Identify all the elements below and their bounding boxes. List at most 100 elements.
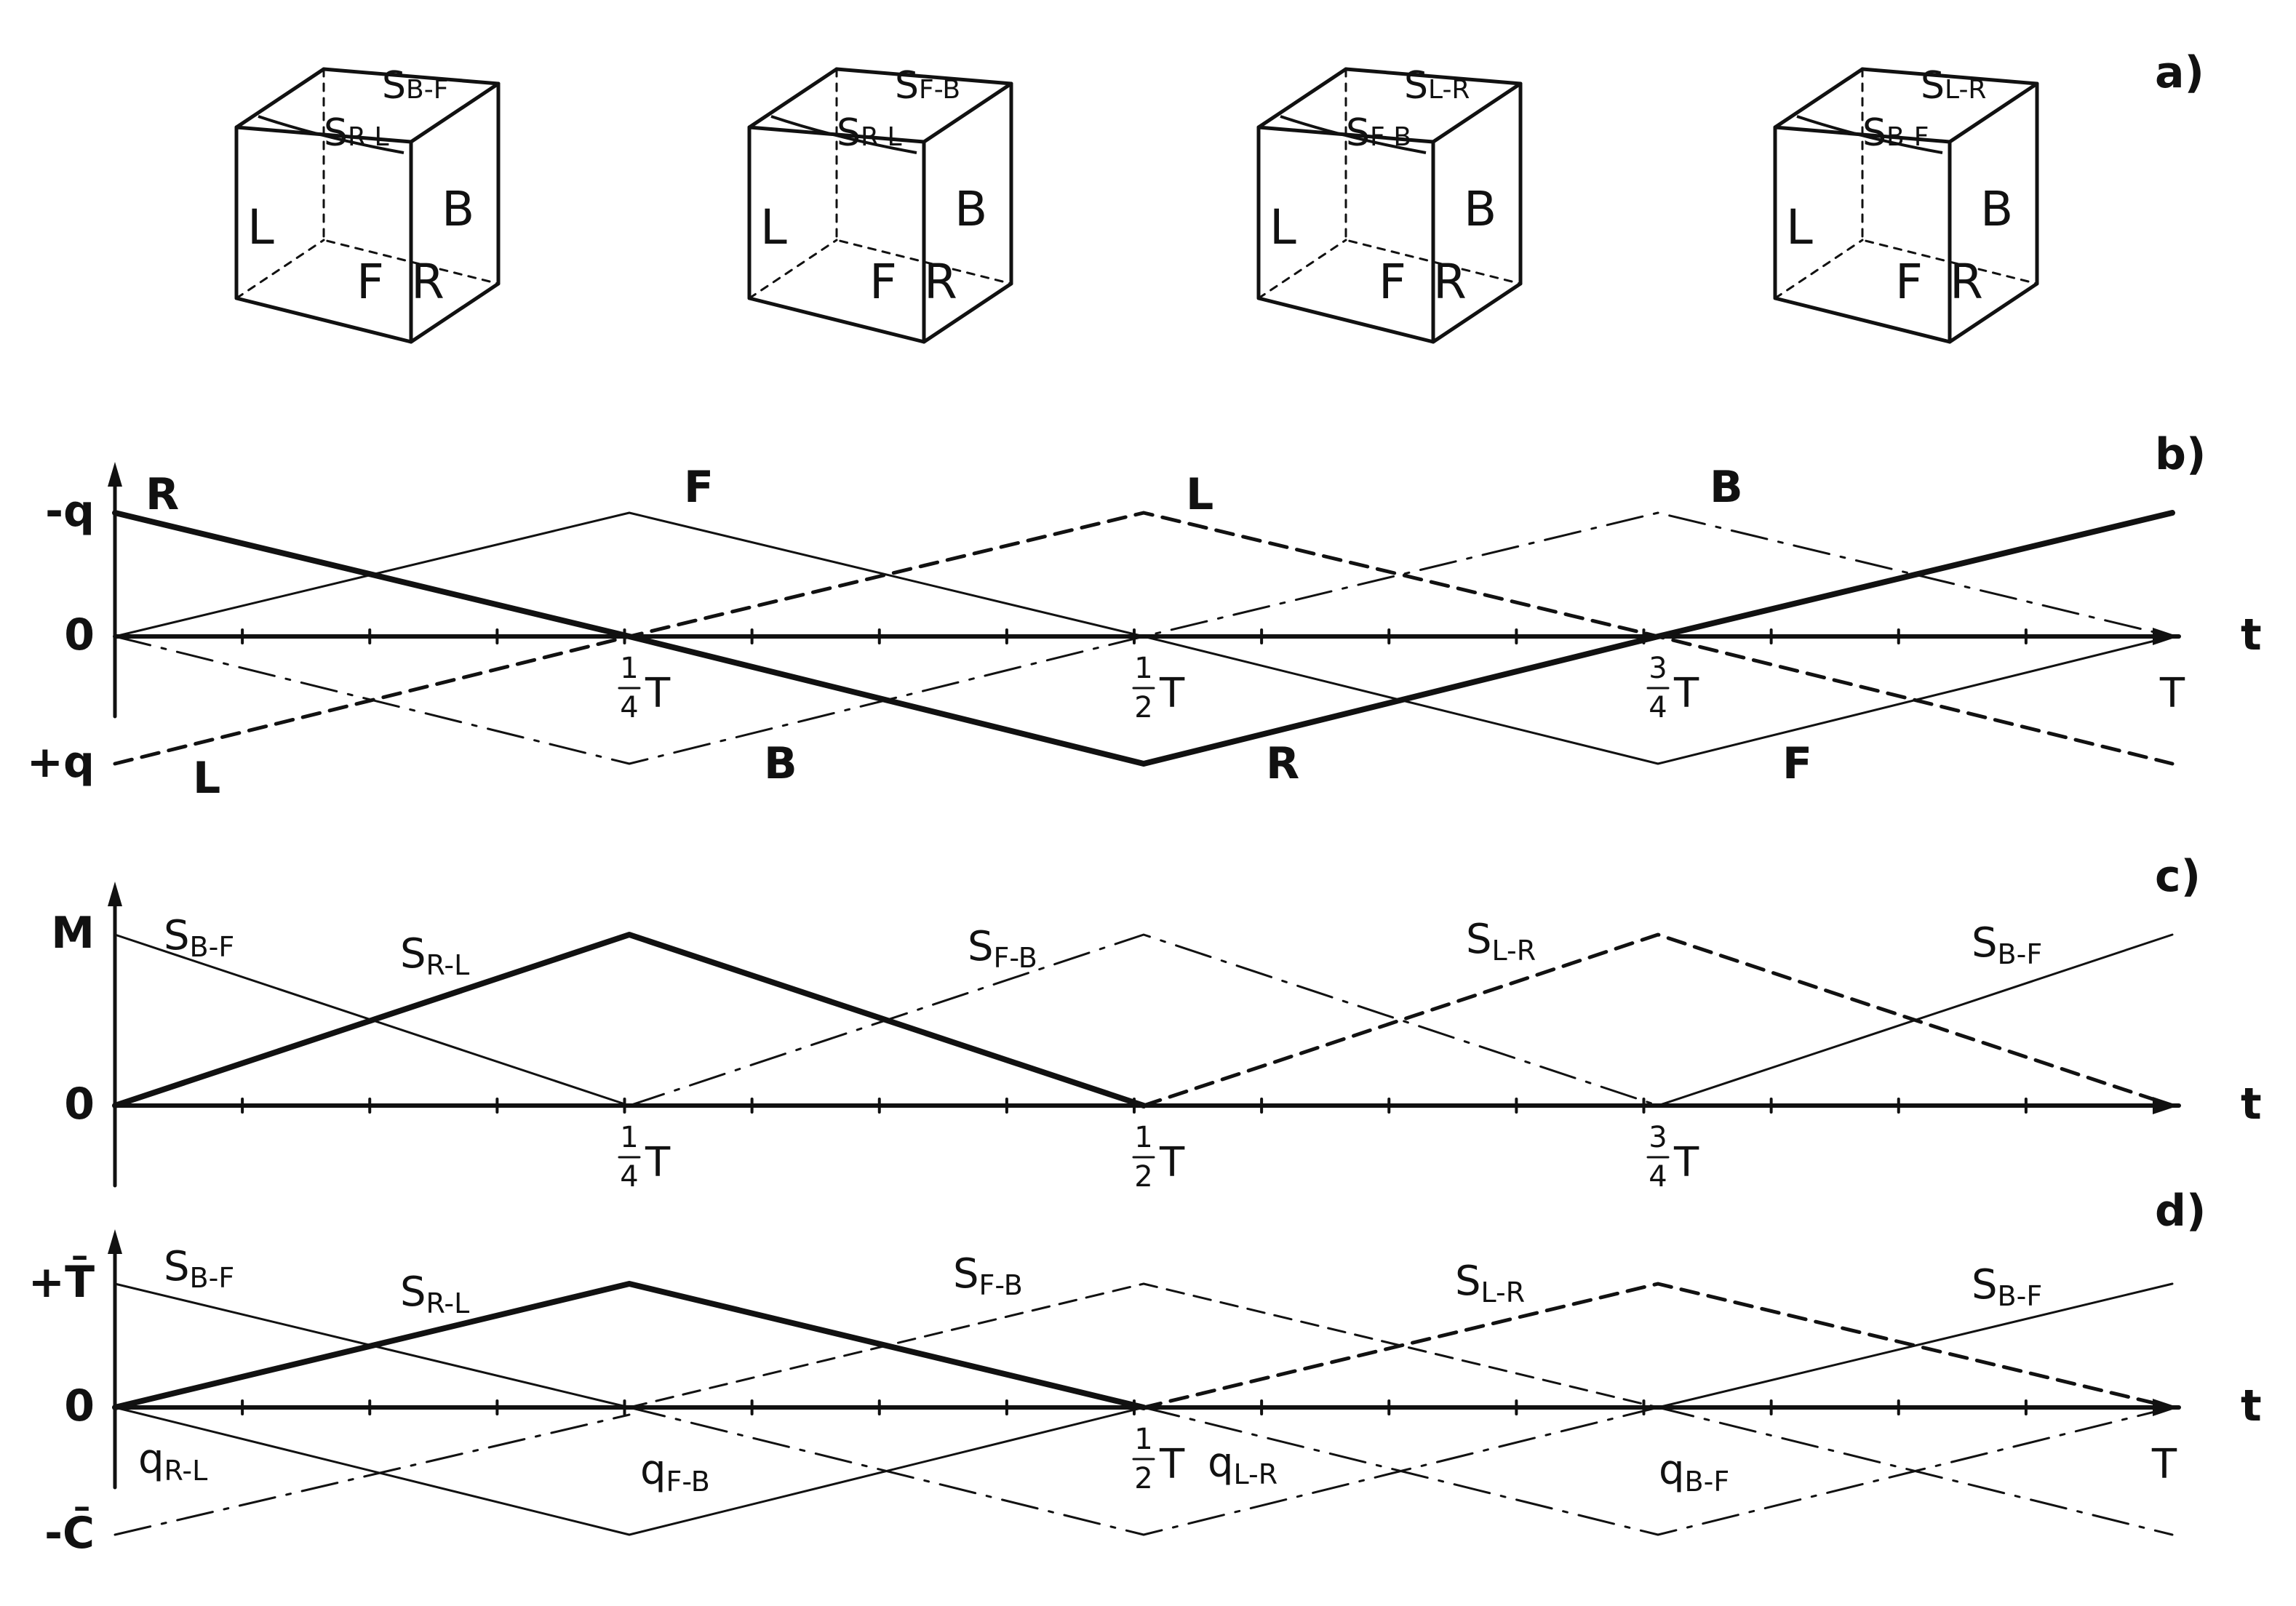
tick-symbol: T bbox=[1159, 1139, 1185, 1186]
curve-label-S-B-F: SB-F bbox=[1972, 919, 2042, 970]
tick-symbol: T bbox=[645, 1139, 671, 1186]
panel-d-label: d) bbox=[2155, 1186, 2206, 1237]
cube-face-R: R bbox=[411, 254, 445, 310]
y-label-M: M bbox=[51, 908, 95, 959]
flow-curve bbox=[258, 115, 404, 154]
tick-symbol: T bbox=[645, 670, 671, 717]
cube-upper-flow-label: SL-R bbox=[1921, 64, 1986, 108]
cube-edge bbox=[1256, 67, 1348, 129]
curve-R bbox=[112, 510, 2175, 767]
cube-hidden-edge bbox=[748, 239, 838, 300]
cube-back-edges bbox=[322, 67, 501, 286]
curve-S_L-R bbox=[1141, 932, 2175, 1108]
y-label-minus-C: -C̄ bbox=[44, 1506, 95, 1559]
curve-label-R: R bbox=[146, 469, 179, 520]
cube-edge bbox=[1773, 67, 1865, 129]
curve-label-S-F-B: SF-B bbox=[968, 923, 1037, 974]
curve-label-q-L-R: qL-R bbox=[1208, 1439, 1277, 1490]
cube-face-R: R bbox=[924, 254, 957, 310]
curve-S_F-B bbox=[628, 933, 1659, 1107]
cube-edge bbox=[1431, 81, 1523, 144]
curve-label-S-L-R: SL-R bbox=[1455, 1258, 1525, 1309]
cube-edge bbox=[747, 67, 839, 129]
curve-label-q-B-F: qB-F bbox=[1659, 1447, 1729, 1498]
y-label-plus-T: +T̄ bbox=[28, 1255, 95, 1308]
tick-symbol: T bbox=[1159, 670, 1185, 717]
y-label-minus-q: -q bbox=[45, 486, 95, 537]
cube-upper-flow-label: SL-R bbox=[1404, 64, 1470, 108]
tick-symbol: T bbox=[2151, 1441, 2177, 1488]
tick-numerator: 1 bbox=[1134, 652, 1152, 685]
curve-label-L: L bbox=[193, 753, 220, 804]
curve-label-B: B bbox=[764, 738, 797, 789]
cube-edge bbox=[234, 67, 326, 129]
cube-hidden-edge bbox=[1774, 239, 1864, 300]
cube-upper-flow-label: SB-F bbox=[382, 64, 448, 108]
curve-S_R-L bbox=[112, 1281, 1147, 1410]
tick-label: T bbox=[2159, 670, 2185, 717]
curve-label-S-R-L: SR-L bbox=[400, 930, 469, 981]
tick-denominator: 2 bbox=[1134, 1160, 1152, 1194]
panel-c-x-arrow bbox=[2153, 1097, 2179, 1114]
flow-curve bbox=[1796, 115, 1943, 154]
tick-numerator: 3 bbox=[1649, 652, 1667, 685]
panel-b-y-arrow bbox=[108, 462, 122, 487]
tick-numerator: 1 bbox=[1134, 1423, 1152, 1456]
cube-back-edges bbox=[1344, 67, 1523, 286]
curve-q_L-R bbox=[628, 1406, 1659, 1536]
curve-label-L: L bbox=[1186, 469, 1213, 520]
cube-face-L: L bbox=[1269, 199, 1296, 255]
panel-b-label: b) bbox=[2155, 429, 2206, 480]
cube-hidden-edges bbox=[1861, 68, 2038, 285]
tick-symbol: T bbox=[1673, 670, 1699, 717]
x-axis-label: t bbox=[2241, 1381, 2262, 1431]
tick-numerator: 3 bbox=[1649, 1121, 1667, 1154]
y-label-zero: 0 bbox=[64, 610, 95, 660]
curve-B bbox=[113, 511, 2174, 765]
curve-S_F-B bbox=[628, 1282, 1659, 1409]
curve-label-q-F-B: qF-B bbox=[640, 1447, 710, 1498]
cube-edge bbox=[922, 81, 1013, 144]
cube-edge bbox=[409, 281, 501, 344]
x-axis-label: t bbox=[2241, 610, 2262, 660]
cube-face-F: F bbox=[1379, 254, 1406, 310]
cube-hidden-edges bbox=[322, 68, 500, 285]
cube-edge bbox=[409, 81, 501, 144]
cube-face-F: F bbox=[869, 254, 897, 310]
cube-edge bbox=[1431, 281, 1523, 344]
curve-q_R-L bbox=[113, 1413, 631, 1536]
cube-face-B: B bbox=[954, 181, 987, 237]
cube-hidden-edge bbox=[1257, 239, 1347, 300]
curve-L bbox=[113, 511, 2175, 766]
tick-symbol: T bbox=[2159, 670, 2185, 717]
cube-face-B: B bbox=[1980, 181, 2013, 237]
cube-face-L: L bbox=[247, 199, 274, 255]
cube-face-R: R bbox=[1433, 254, 1467, 310]
panel-b-x-arrow bbox=[2153, 628, 2179, 645]
panel-a-label: a) bbox=[2155, 47, 2204, 98]
curve-label-S-F-B: SF-B bbox=[953, 1250, 1023, 1301]
cube-upper-flow-label: SF-B bbox=[895, 64, 960, 108]
cube-face-B: B bbox=[1464, 181, 1496, 237]
curve-S_L-R bbox=[1141, 1282, 2175, 1410]
tick-denominator: 2 bbox=[1134, 691, 1152, 724]
tick-label: T bbox=[2151, 1441, 2177, 1488]
curve-S_R-L bbox=[112, 932, 1147, 1108]
curve-q_end bbox=[1657, 1406, 2174, 1536]
curve-label-S-R-L: SR-L bbox=[400, 1269, 469, 1319]
y-label-zero: 0 bbox=[64, 1079, 95, 1130]
tick-symbol: T bbox=[1159, 1441, 1185, 1488]
curve-label-F: F bbox=[684, 462, 714, 513]
curve-label-S-B-F: SB-F bbox=[164, 912, 234, 963]
